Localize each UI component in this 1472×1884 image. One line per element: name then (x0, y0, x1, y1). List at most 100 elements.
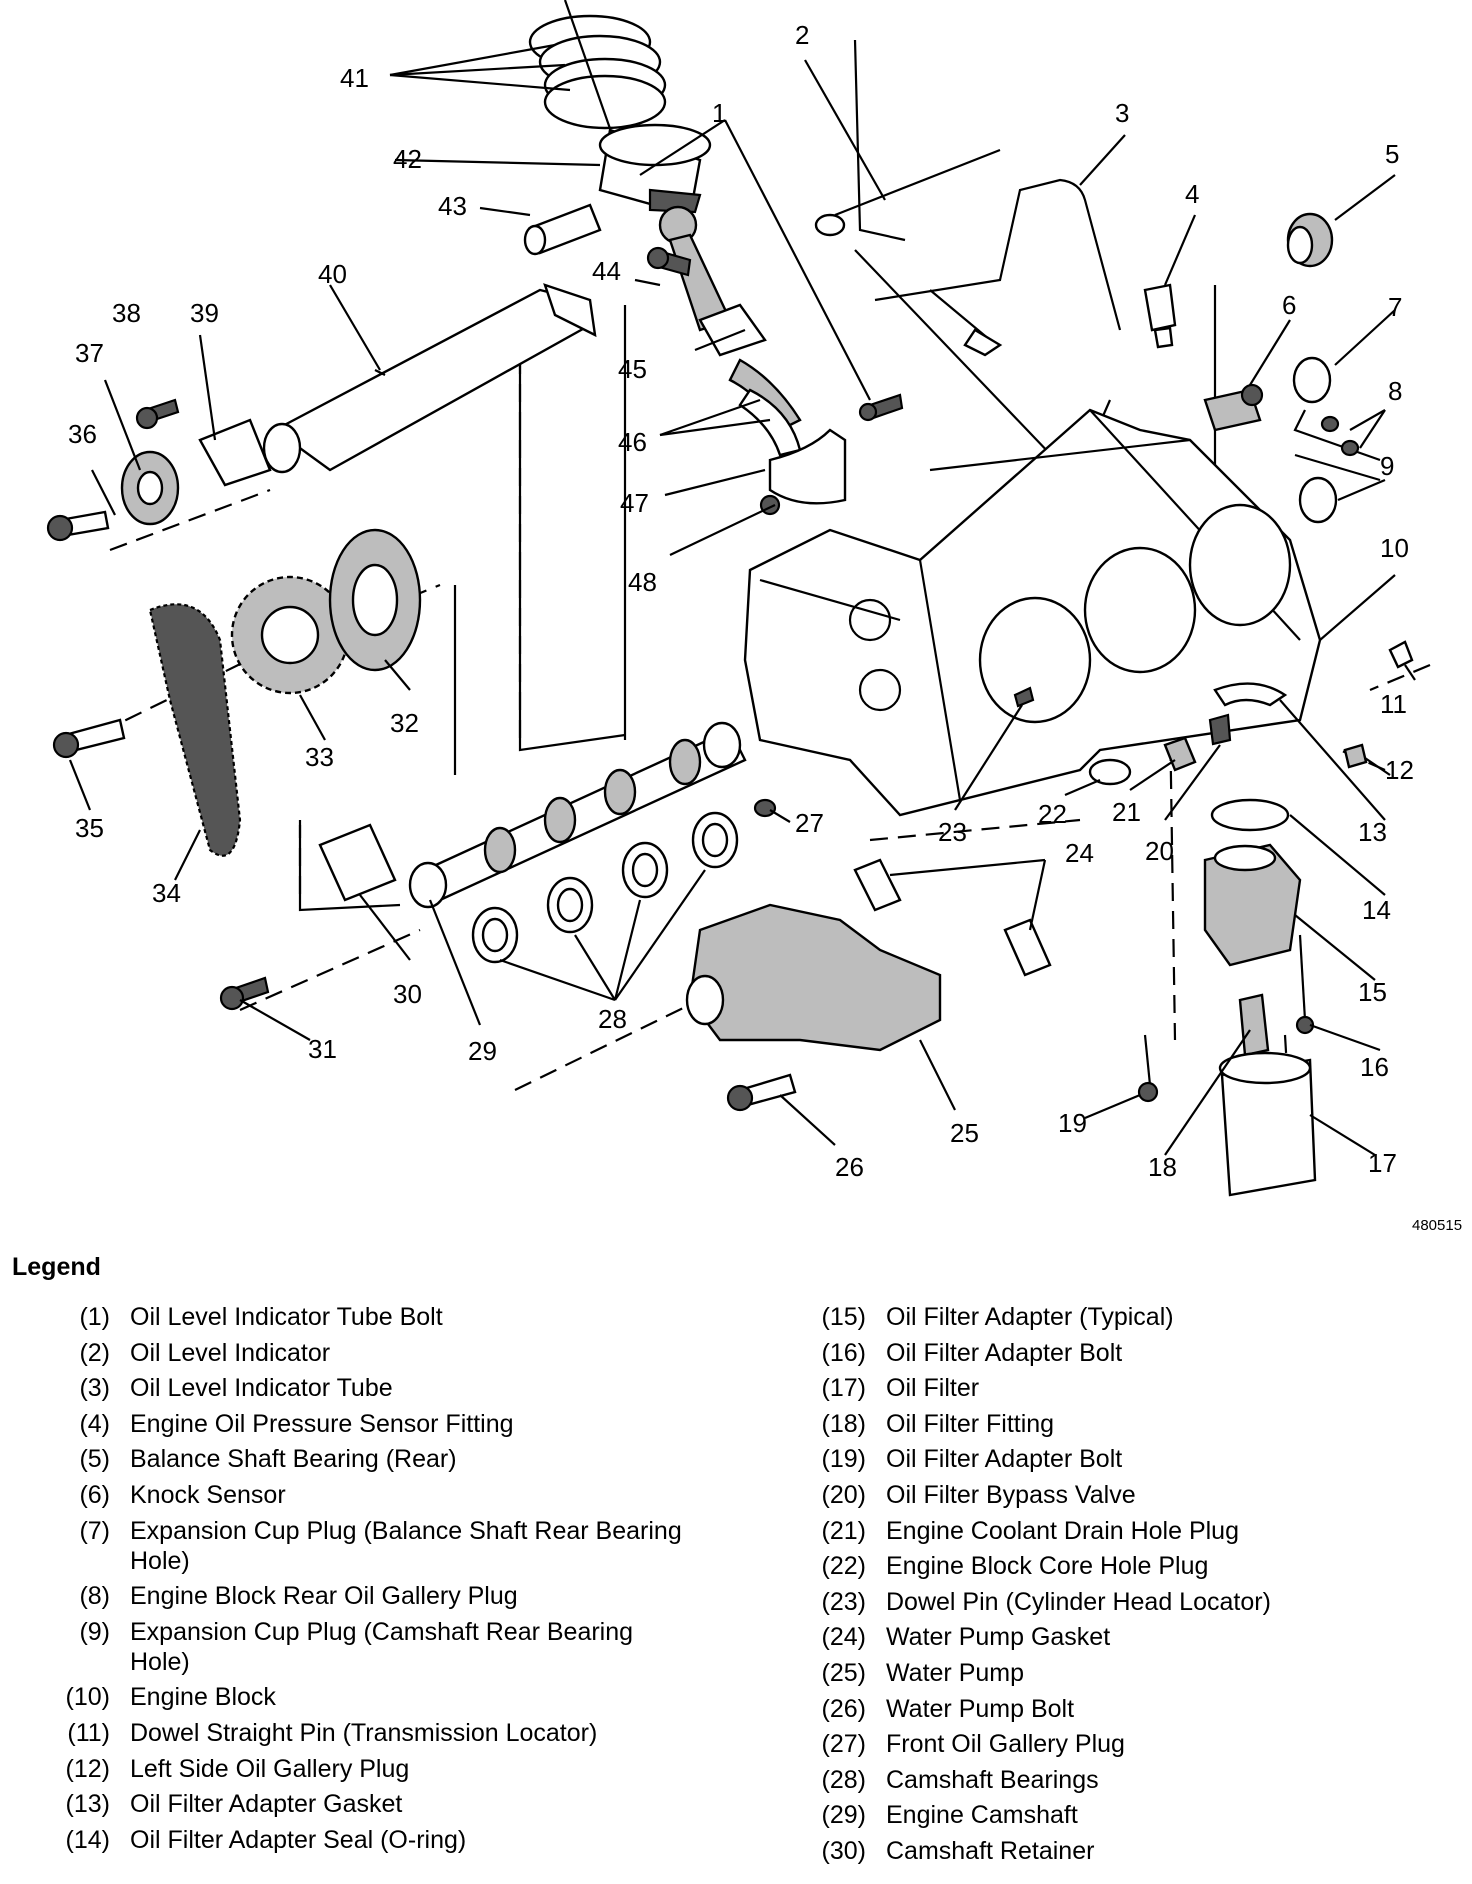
legend-number: (25) (821, 1658, 866, 1687)
legend-text: Engine Oil Pressure Sensor Fitting (130, 1409, 514, 1438)
legend-item: (6)Knock Sensor (52, 1480, 692, 1510)
callout-15: 15 (1358, 977, 1387, 1007)
legend-text: Engine Block (130, 1683, 276, 1712)
callout-39: 39 (190, 298, 219, 328)
legend-text: Water Pump Gasket (886, 1623, 1111, 1652)
legend-number: (29) (821, 1801, 866, 1830)
legend-item: (1)Oil Level Indicator Tube Bolt (52, 1302, 692, 1332)
legend-number: (7) (79, 1516, 110, 1545)
callout-3: 3 (1115, 98, 1129, 128)
timing-chain (148, 603, 242, 857)
callout-33: 33 (305, 742, 334, 772)
retainer-bolt (219, 976, 270, 1011)
legend-item: (23)Dowel Pin (Cylinder Head Locator) (808, 1587, 1448, 1617)
callout-16: 16 (1360, 1052, 1389, 1082)
callout-18: 18 (1148, 1152, 1177, 1182)
legend-number: (13) (65, 1790, 110, 1819)
camshaft-retainer (318, 823, 397, 902)
legend-item: (25)Water Pump (808, 1658, 1448, 1688)
legend-title: Legend (12, 1253, 101, 1281)
callout-27: 27 (795, 808, 824, 838)
legend-text: Oil Filter Adapter (Typical) (886, 1303, 1174, 1331)
callout-41: 41 (340, 63, 369, 93)
legend-number: (28) (821, 1765, 866, 1794)
legend-item: (28) Camshaft Bearings (808, 1765, 1448, 1795)
callout-36: 36 (68, 419, 97, 449)
legend-number: (3) (79, 1374, 110, 1403)
legend-text: Engine Block Rear Oil Gallery Plug (130, 1582, 518, 1611)
legend-text: Oil Filter Adapter Seal (O-ring) (130, 1825, 467, 1854)
balance-shaft-bolt (135, 398, 180, 430)
balance-shaft-gear (120, 450, 180, 526)
adapter-bolt-16 (1295, 934, 1315, 1035)
callout-10: 10 (1380, 533, 1409, 563)
legend-item: (12)Left Side Oil Gallery Plug (52, 1754, 692, 1784)
callout-34: 34 (152, 878, 181, 908)
legend-item: (7)Expansion Cup Plug (Balance Shaft Rea… (52, 1516, 692, 1576)
legend-item: (11)Dowel Straight Pin (Transmission Loc… (52, 1718, 692, 1748)
legend-number: (26) (821, 1694, 866, 1723)
legend-text: Dowel Straight Pin (Transmission Locator… (130, 1718, 598, 1747)
callout-14: 14 (1362, 895, 1391, 925)
callout-42: 42 (393, 144, 422, 174)
exploded-engine-diagram: 1 2 3 4 5 6 7 8 9 10 11 12 13 14 15 16 1… (46, 0, 1431, 1197)
legend-item: (22)Engine Block Core Hole Plug (808, 1551, 1448, 1581)
callout-45: 45 (618, 354, 647, 384)
legend-item: (10)Engine Block (52, 1682, 692, 1712)
legend-number: (8) (79, 1582, 110, 1611)
legend-number: (2) (79, 1338, 110, 1367)
legend-item: (19)Oil Filter Adapter Bolt (808, 1444, 1448, 1474)
left-oil-gallery-plug (1343, 743, 1368, 769)
balance-shaft-rear-bearing (1286, 212, 1334, 268)
legend-text: Engine Camshaft (886, 1801, 1078, 1830)
filter-fitting (1238, 993, 1270, 1057)
legend-text: Engine Coolant Drain Hole Plug (886, 1516, 1239, 1545)
filter-adapter-seal (1210, 798, 1290, 832)
legend-text: Oil Level Indicator Tube (130, 1374, 393, 1403)
callout-labels: 1 2 3 4 5 6 7 8 9 10 11 12 13 14 15 16 1… (68, 20, 1414, 1182)
callout-26: 26 (835, 1152, 864, 1182)
legend-number: (16) (821, 1338, 866, 1367)
legend-item: (2)Oil Level Indicator (52, 1338, 692, 1368)
cup-plug-balance-shaft (1292, 356, 1332, 404)
legend-right-column: (15) Oil Filter Adapter (Typical) (16) Oil… (808, 1302, 1448, 1872)
figure-id: 480515 (1412, 1217, 1463, 1234)
callout-13: 13 (1358, 817, 1387, 847)
legend-number: (18) (821, 1409, 866, 1438)
legend-item: (5)Balance Shaft Bearing (Rear) (52, 1444, 692, 1474)
balance-shaft-retainer (198, 418, 272, 487)
callout-40: 40 (318, 259, 347, 289)
callout-4: 4 (1185, 179, 1199, 209)
callout-44: 44 (592, 256, 621, 286)
legend-number: (6) (79, 1480, 110, 1509)
callout-20: 20 (1145, 836, 1174, 866)
legend-number: (9) (79, 1617, 110, 1646)
rod-bearings (728, 358, 802, 457)
legend-text: Left Side Oil Gallery Plug (130, 1754, 410, 1783)
water-pump (685, 903, 942, 1052)
camshaft-bearings (471, 811, 739, 964)
callout-31: 31 (308, 1034, 337, 1064)
legend-text: Expansion Cup Plug (Camshaft Rear Bearin… (130, 1617, 634, 1676)
legend-item: (15) Oil Filter Adapter (Typical) (808, 1302, 1448, 1332)
callout-29: 29 (468, 1036, 497, 1066)
callout-23: 23 (938, 817, 967, 847)
legend-number: (17) (821, 1374, 866, 1403)
legend-item: (26) Water Pump Bolt (808, 1694, 1448, 1724)
callout-17: 17 (1368, 1148, 1397, 1178)
gear-bolt (46, 510, 110, 542)
dowel-straight-pin (1388, 640, 1414, 669)
legend-number: (15) (821, 1303, 866, 1331)
callout-25: 25 (950, 1118, 979, 1148)
legend-text: Camshaft Bearings (886, 1765, 1099, 1794)
legend-number: (24) (821, 1623, 866, 1652)
legend-text: Water Pump Bolt (886, 1694, 1075, 1723)
callout-32: 32 (390, 708, 419, 738)
legend-item: (29) Engine Camshaft (808, 1800, 1448, 1830)
callout-38: 38 (112, 298, 141, 328)
legend-text: Oil Filter Bypass Valve (886, 1480, 1136, 1509)
legend-text: Engine Block Core Hole Plug (886, 1552, 1209, 1581)
knock-sensor (1203, 383, 1264, 432)
oil-level-indicator-tube (874, 178, 1122, 357)
legend-left-column: (1)Oil Level Indicator Tube Bolt (2)Oil … (52, 1302, 692, 1860)
